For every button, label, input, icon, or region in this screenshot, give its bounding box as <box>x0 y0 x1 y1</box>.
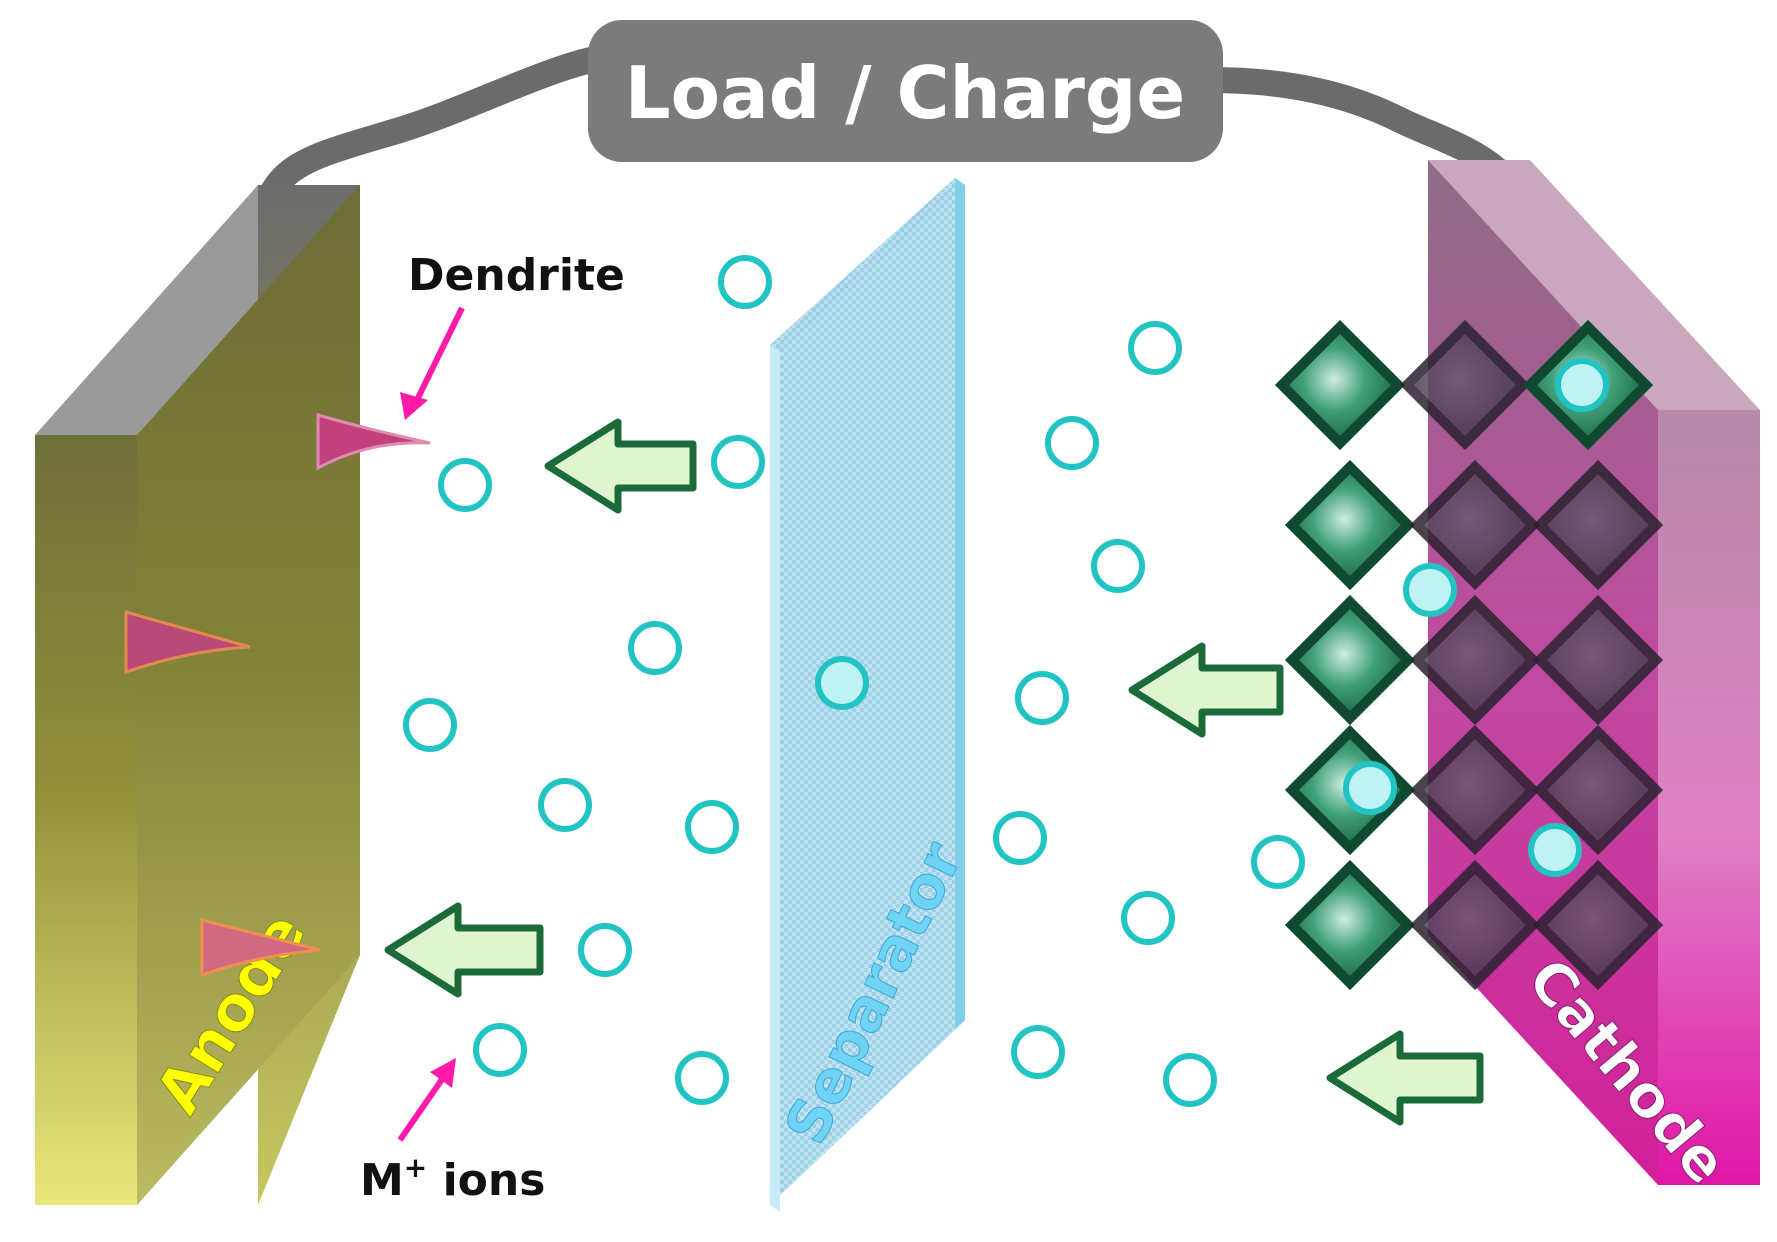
ion <box>685 800 739 854</box>
purple-crystal <box>1532 859 1664 991</box>
ion <box>538 778 592 832</box>
cathode-crystals <box>1274 319 1664 991</box>
purple-crystal <box>1532 594 1664 726</box>
ion-flow-arrow <box>544 418 697 514</box>
ion <box>1045 416 1099 470</box>
purple-crystal <box>1399 319 1531 451</box>
ion <box>1015 671 1069 725</box>
green-crystal <box>1274 319 1406 451</box>
ion <box>993 811 1047 865</box>
ion <box>1555 358 1609 412</box>
load-charge-label: Load / Charge <box>625 51 1185 135</box>
ion <box>1343 761 1397 815</box>
ion-flow-arrow <box>1128 642 1284 738</box>
green-crystal <box>1284 594 1416 726</box>
ion <box>1403 563 1457 617</box>
ion-flow-arrow <box>1326 1030 1484 1126</box>
ion <box>1251 835 1305 889</box>
purple-crystal <box>1409 859 1541 991</box>
purple-crystal <box>1409 594 1541 726</box>
dendrite-pointer-head <box>400 392 428 420</box>
ion-flow-arrow <box>384 902 544 998</box>
dendrite-label: Dendrite <box>408 250 625 301</box>
ion <box>1091 539 1145 593</box>
ions-label-suffix: ions <box>427 1155 545 1206</box>
ion <box>711 435 765 489</box>
purple-crystal <box>1532 459 1664 591</box>
ion-flow-arrows <box>384 418 1484 1126</box>
purple-crystal <box>1532 724 1664 856</box>
ion <box>1121 891 1175 945</box>
ion <box>438 458 492 512</box>
ion <box>1128 321 1182 375</box>
ion <box>1011 1025 1065 1079</box>
purple-crystal <box>1409 724 1541 856</box>
load-charge-box <box>588 20 1223 162</box>
dendrite-3 <box>200 918 321 978</box>
ion <box>628 621 682 675</box>
ion <box>403 698 457 752</box>
ions-pointer <box>397 1073 448 1142</box>
ions-label: M+ ions <box>360 1151 545 1206</box>
ion <box>578 923 632 977</box>
dendrite-2 <box>124 610 251 675</box>
ion <box>1163 1053 1217 1107</box>
dendrite-pointer <box>413 306 465 404</box>
ion <box>675 1051 729 1105</box>
green-crystal <box>1284 459 1416 591</box>
ion <box>815 656 869 710</box>
ions-label-sup: + <box>404 1151 427 1184</box>
dendrite-1 <box>316 413 431 471</box>
green-crystal <box>1284 859 1416 991</box>
ion <box>1528 823 1582 877</box>
ions-pointer-head <box>430 1058 456 1088</box>
ion <box>718 255 772 309</box>
ion <box>473 1023 527 1077</box>
ions <box>403 255 1609 1107</box>
purple-crystal <box>1409 459 1541 591</box>
ions-label-main: M <box>360 1155 404 1206</box>
